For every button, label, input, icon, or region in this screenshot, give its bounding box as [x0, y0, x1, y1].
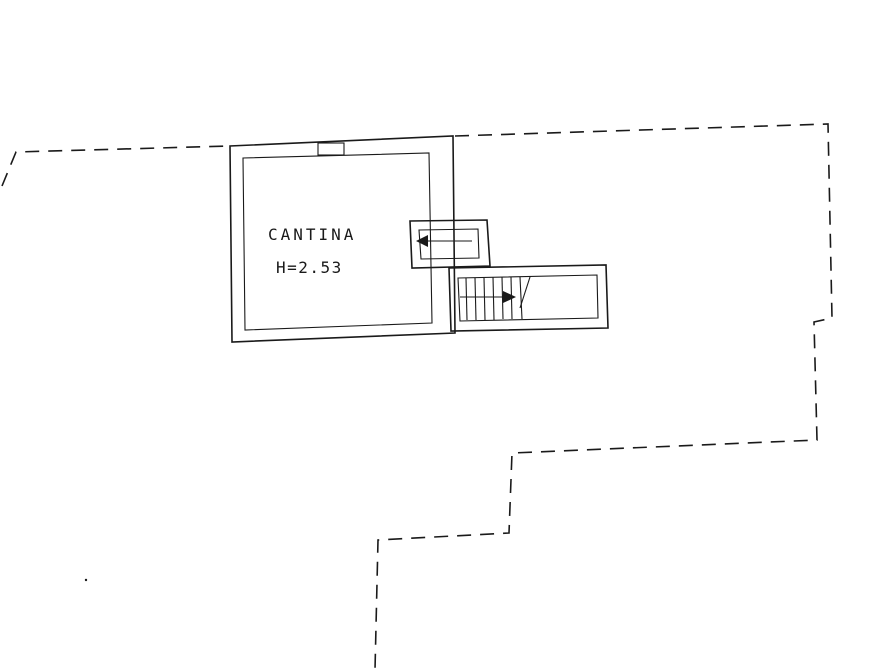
stair-treads [465, 276, 531, 321]
stair-run [448, 264, 609, 332]
landing-inner [418, 228, 480, 260]
stair-inner [457, 274, 599, 322]
vent-opening [317, 142, 345, 156]
landing-outer [409, 219, 491, 269]
stair-landing [409, 219, 491, 269]
cantina-outer-wall [229, 135, 456, 343]
property-boundary [1, 123, 833, 670]
stair-outer [448, 264, 609, 332]
scan-speck [84, 578, 88, 582]
room-height: H=2.53 [276, 258, 343, 277]
stair-arrow-head [503, 291, 516, 303]
room-name: CANTINA [268, 225, 356, 244]
landing-arrow-head [416, 235, 428, 247]
cantina-inner-wall [242, 152, 433, 331]
cantina-room [229, 135, 456, 343]
